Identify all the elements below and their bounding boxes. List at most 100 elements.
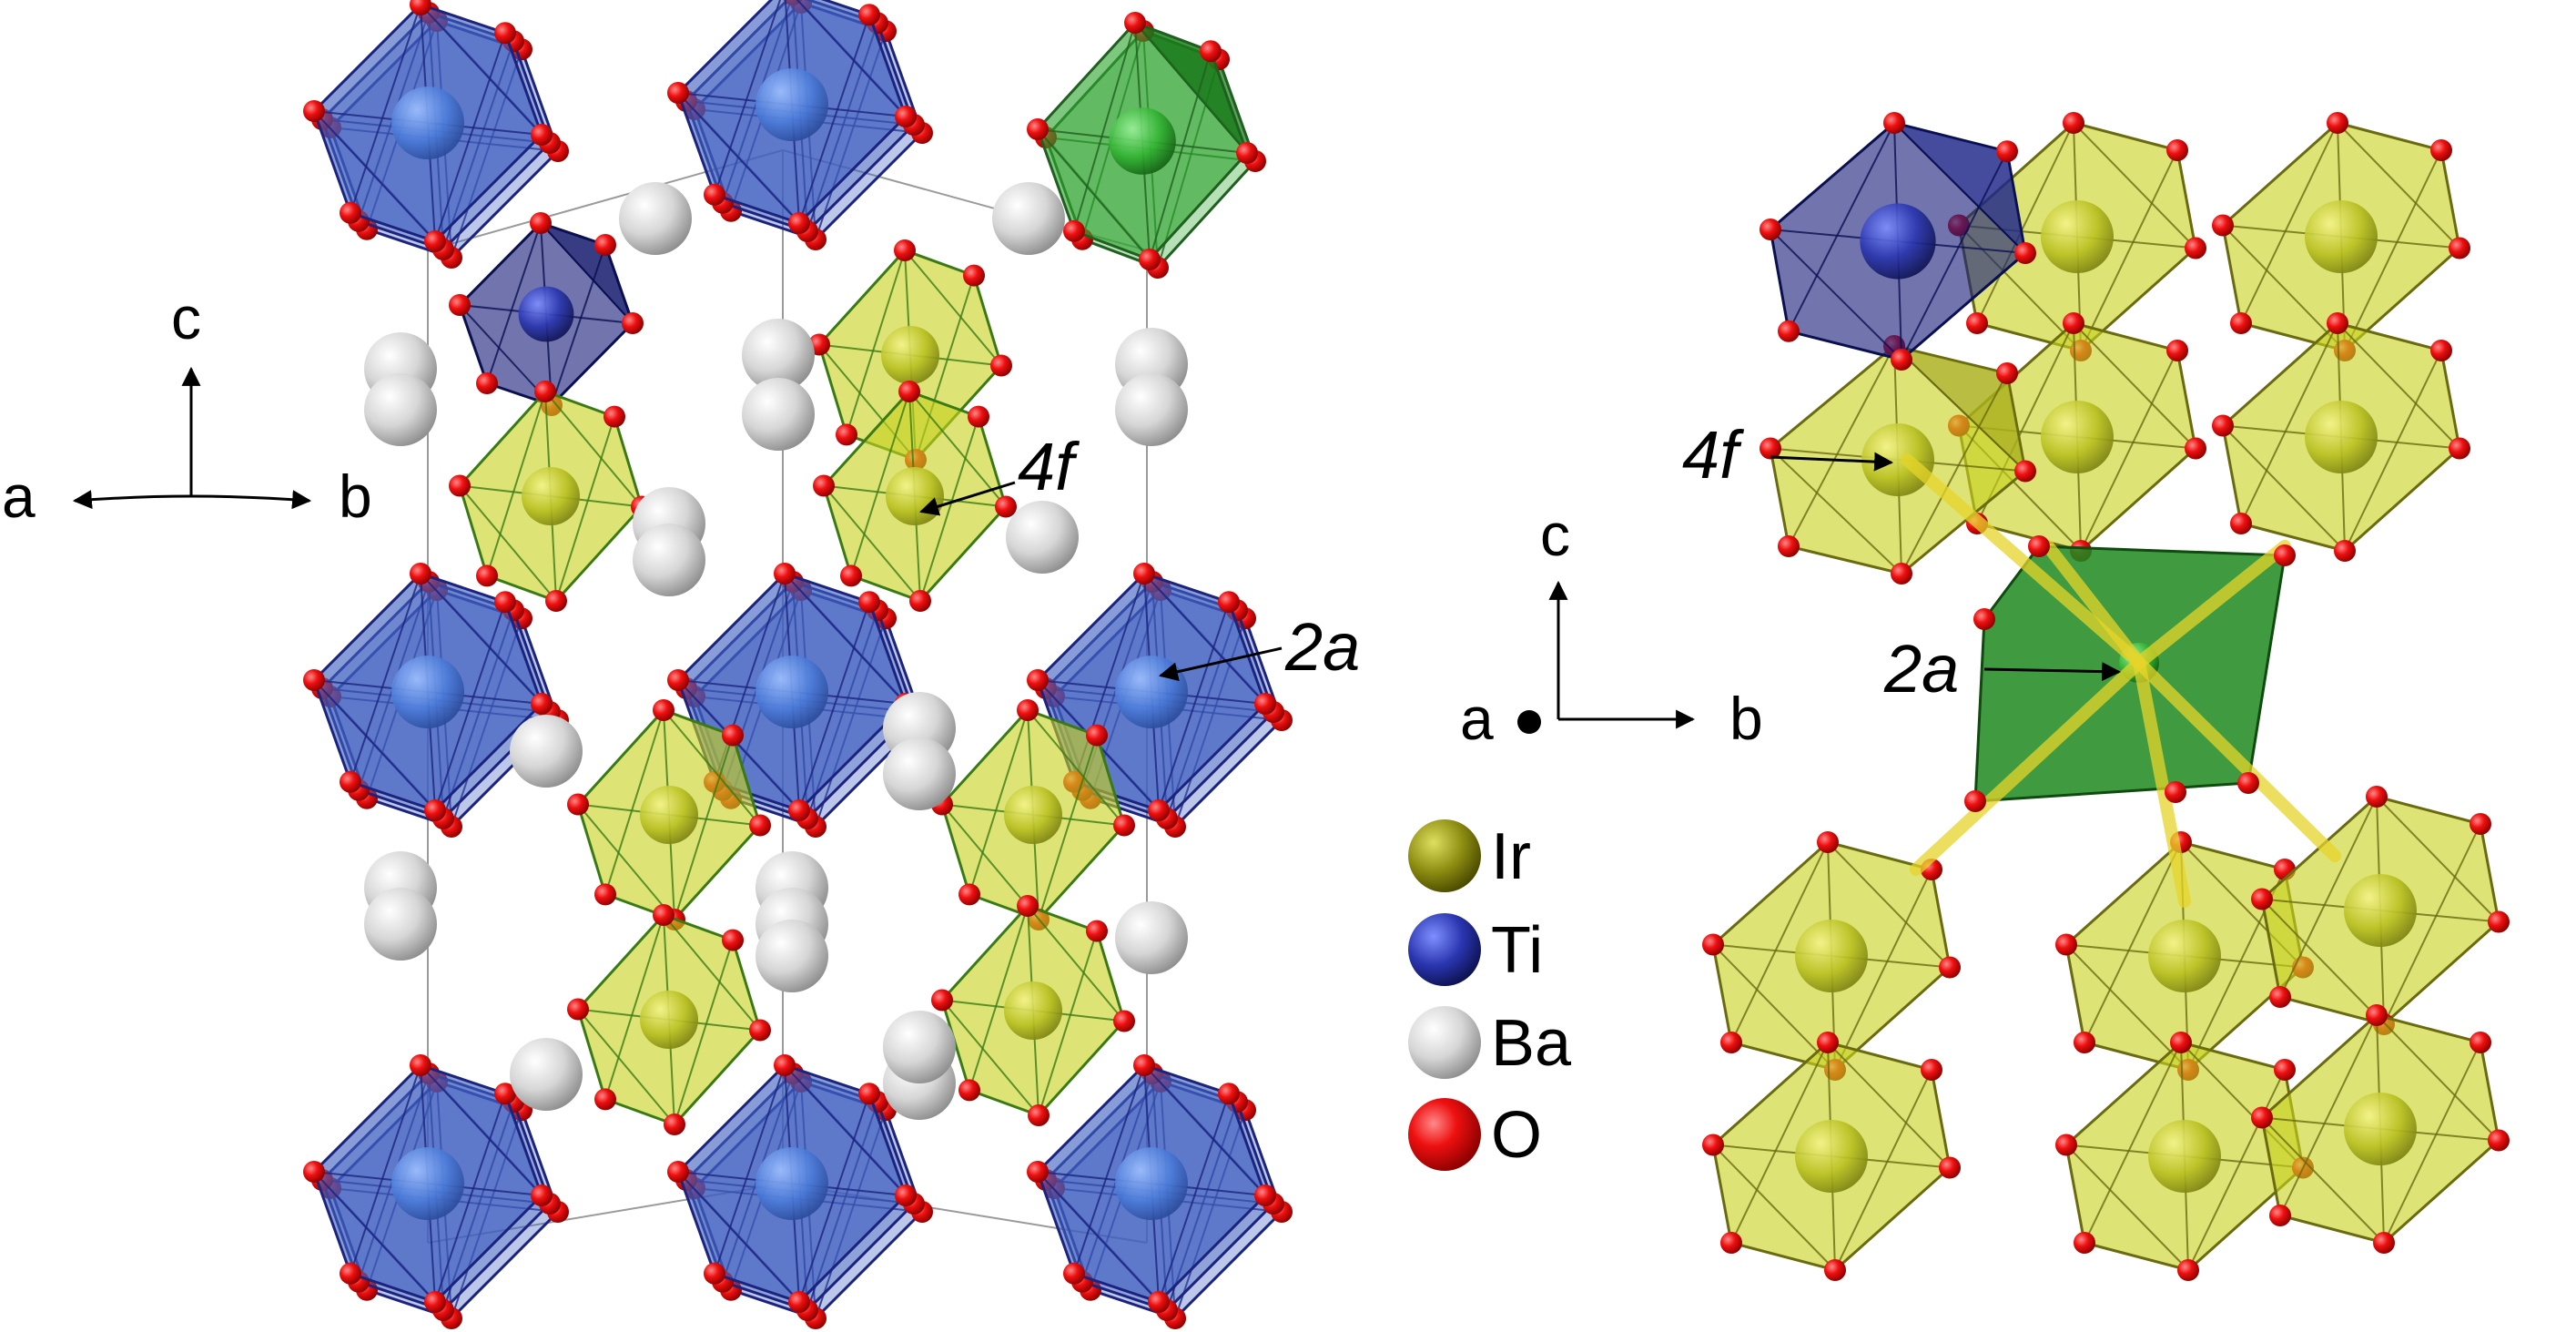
octahedron-edge [677, 1171, 800, 1303]
octahedron-edge [2084, 1042, 2182, 1244]
octahedron-edge [941, 905, 1029, 1002]
octahedron-edge [1901, 470, 2026, 574]
octahedron-edge [674, 824, 761, 920]
central-atom [391, 86, 464, 159]
oxygen-atom [990, 354, 1012, 377]
oxygen-atom [836, 423, 857, 446]
octahedron-edge [2240, 322, 2338, 524]
octahedron-edge [677, 573, 786, 681]
oxygen-atom [1964, 790, 1986, 812]
oxygen-atom [722, 724, 744, 747]
octahedron-edge [1770, 229, 1902, 361]
oxygen-atom [1086, 920, 1108, 942]
left-axes: c a b [2, 284, 372, 530]
oxygen-atom [2028, 535, 2050, 557]
right-axis-label-c: c [1540, 501, 1570, 568]
octahedron-edge [350, 573, 421, 783]
oxygen-atom [531, 1185, 553, 1206]
central-atom [2305, 200, 2378, 273]
left-arrow-4f [918, 481, 1016, 516]
octahedron-edge [313, 110, 436, 242]
oxygen-atom [2165, 781, 2186, 803]
oxygen-atom [1124, 12, 1146, 34]
oxygen-atom [340, 770, 361, 793]
octahedron-edge [577, 803, 675, 920]
octahedron-edge [1038, 735, 1098, 920]
octahedron-edge [2261, 898, 2385, 1025]
legend-label-ti: Ti [1491, 914, 1543, 987]
oxygen-atom [2251, 1106, 2273, 1129]
central-atom [756, 1147, 828, 1220]
right-axis-label-a: a [1460, 685, 1494, 752]
octahedron-edge [1893, 345, 2026, 473]
octahedron [303, 563, 569, 838]
oxygen-atom [1996, 140, 2018, 163]
oxygen-atom [1720, 1032, 1742, 1053]
oxygen-atom [303, 100, 325, 122]
octahedron-edge [2383, 920, 2500, 1025]
octahedron-edge [2344, 350, 2442, 552]
central-atom [391, 656, 464, 728]
barium-atom [992, 182, 1065, 255]
octahedron-edge [784, 1064, 907, 1196]
octahedron-edge [798, 14, 870, 224]
octahedron-edge [1158, 1093, 1230, 1303]
octahedron-edge [2073, 322, 2196, 450]
octahedron-edge [846, 249, 906, 435]
octahedron-edge [798, 1093, 870, 1303]
central-atom [756, 68, 828, 141]
central-atom [2344, 1093, 2417, 1165]
right-a-axis-dot [1517, 710, 1541, 734]
octahedron-edge [442, 142, 551, 250]
oxygen-atom [1148, 799, 1170, 821]
central-atom [2148, 1120, 2221, 1193]
octahedron [303, 1054, 569, 1329]
octahedron [667, 1054, 933, 1329]
octahedron-edge [1834, 1166, 1951, 1271]
right-arrow-4f [1770, 452, 1894, 472]
oxygen-atom [788, 1291, 810, 1313]
octahedron-edge [1149, 50, 1212, 260]
octahedron-edge [1037, 22, 1136, 130]
octahedron-edge [1712, 1042, 1829, 1146]
oxygen-atom [476, 372, 498, 394]
octahedron [2212, 312, 2470, 562]
central-atom [1795, 1120, 1868, 1193]
octahedron [931, 699, 1135, 930]
oxygen-atom [894, 239, 916, 261]
octahedron-edge [604, 709, 664, 895]
oxygen-atom [603, 405, 625, 428]
oxygen-atom [531, 693, 553, 715]
oxygen-atom [1139, 249, 1161, 270]
left-arrow-2a [1158, 646, 1283, 682]
left-axis-label-b: b [339, 463, 372, 530]
legend-label-ba: Ba [1491, 1007, 1572, 1080]
octahedron-edge [2080, 149, 2178, 351]
oxygen-atom [963, 264, 985, 287]
octahedron-edge [1037, 1171, 1160, 1303]
oxygen-atom [2334, 540, 2356, 562]
octahedron-edge [677, 92, 800, 224]
oxygen-atom [2166, 340, 2188, 361]
octahedron-edge [1027, 905, 1125, 1022]
oxygen-atom [2449, 237, 2470, 259]
oxygen-atom [1086, 724, 1108, 747]
oxygen-atom [2470, 813, 2491, 835]
central-atom [1860, 203, 1936, 280]
octahedron-edge [486, 391, 546, 576]
octahedron-edge [420, 4, 543, 136]
octahedron-edge [798, 601, 870, 811]
oxygen-atom [2074, 1232, 2095, 1254]
octahedron-edge [486, 222, 542, 384]
oxygen-atom [2366, 786, 2388, 808]
oxygen-atom [968, 405, 989, 428]
oxygen-atom [1236, 142, 1258, 164]
oxygen-atom [594, 234, 616, 256]
octahedron-edge [663, 709, 761, 827]
left-label-4f: 4f [1018, 429, 1080, 504]
central-atom [1109, 107, 1176, 175]
octahedron-edge [2080, 350, 2178, 552]
central-atom [522, 467, 580, 525]
octahedron-edge [1788, 345, 1895, 547]
octahedron-edge [434, 703, 543, 811]
